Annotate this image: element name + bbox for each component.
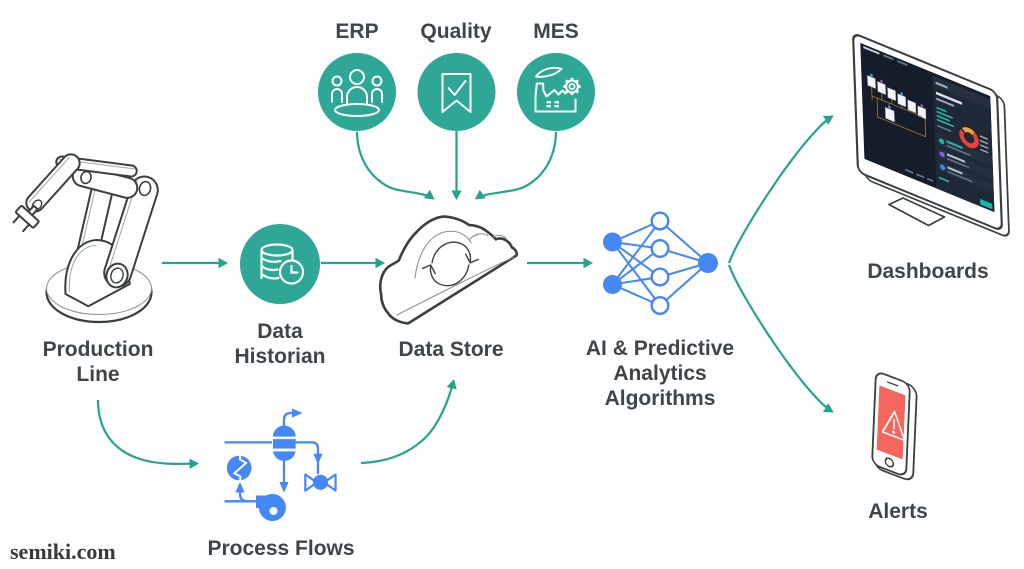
svg-text:Line: Line xyxy=(76,363,119,386)
svg-text:AI & Predictive: AI & Predictive xyxy=(586,337,734,360)
svg-text:Algorithms: Algorithms xyxy=(605,387,716,410)
svg-text:MES: MES xyxy=(533,20,579,43)
svg-text:Production: Production xyxy=(43,338,154,361)
svg-text:ERP: ERP xyxy=(335,20,378,43)
svg-text:Dashboards: Dashboards xyxy=(867,260,988,283)
svg-text:Data: Data xyxy=(257,320,303,343)
svg-text:Data Store: Data Store xyxy=(398,338,503,361)
svg-text:Alerts: Alerts xyxy=(868,500,928,523)
svg-text:Analytics: Analytics xyxy=(613,362,706,385)
svg-text:Process Flows: Process Flows xyxy=(207,537,354,560)
svg-text:Quality: Quality xyxy=(420,20,492,43)
svg-text:semiki.com: semiki.com xyxy=(10,539,116,564)
svg-text:Historian: Historian xyxy=(234,345,325,368)
